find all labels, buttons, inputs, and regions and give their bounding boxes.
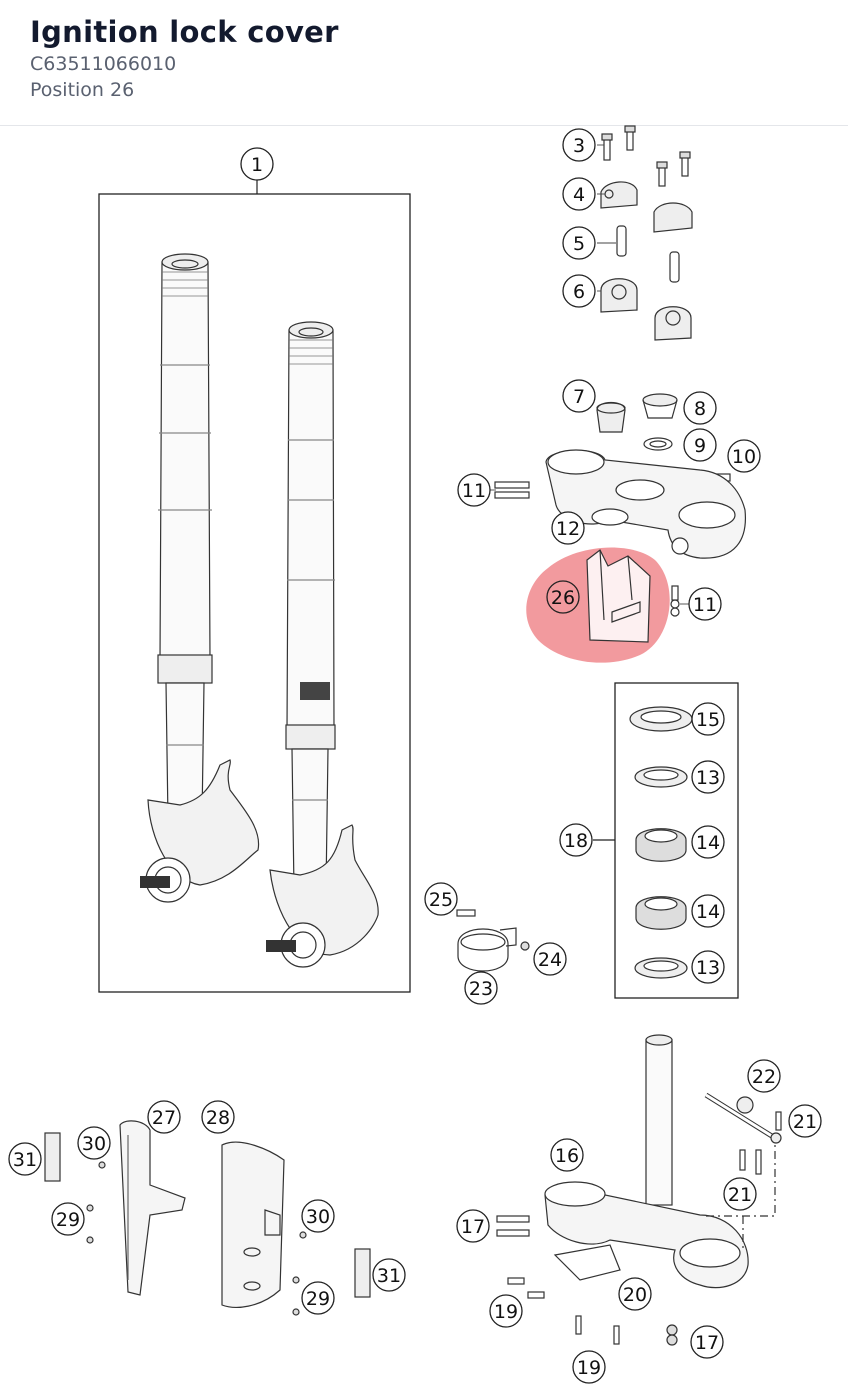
callout-label: 10 [732, 446, 756, 468]
callout-31-lower[interactable]: 31 [372, 1258, 406, 1292]
callout-label: 13 [696, 767, 720, 789]
callout-8[interactable]: 8 [683, 391, 717, 425]
callout-5[interactable]: 5 [562, 226, 596, 260]
position-label: Position 26 [30, 79, 135, 101]
callout-label: 20 [623, 1284, 647, 1306]
callout-24[interactable]: 24 [533, 942, 567, 976]
callout-label: 28 [206, 1107, 230, 1129]
callout-26[interactable]: 26 [546, 580, 580, 614]
callout-label: 11 [462, 480, 486, 502]
page-header: Ignition lock cover C63511066010 Positio… [0, 0, 848, 126]
callout-label: 12 [556, 518, 580, 540]
callout-label: 29 [56, 1209, 80, 1231]
callout-label: 24 [538, 949, 562, 971]
callout-30-lower[interactable]: 30 [301, 1199, 335, 1233]
handlebar-clamp-parts-drawing [600, 125, 693, 341]
fork-assembly-drawing [98, 180, 411, 993]
callout-label: 6 [573, 281, 585, 303]
callout-7[interactable]: 7 [562, 379, 596, 413]
callout-label: 23 [469, 978, 493, 1000]
callout-label: 11 [693, 594, 717, 616]
callout-17[interactable]: 17 [456, 1209, 490, 1243]
callout-21-lower[interactable]: 21 [723, 1177, 757, 1211]
callout-9[interactable]: 9 [683, 428, 717, 462]
callout-13-lower[interactable]: 13 [691, 950, 725, 984]
upper-triple-clamp-drawing [494, 393, 747, 559]
callout-14[interactable]: 14 [691, 825, 725, 859]
callout-label: 26 [551, 587, 575, 609]
callout-27[interactable]: 27 [147, 1100, 181, 1134]
callout-label: 1 [251, 154, 263, 176]
callout-label: 31 [377, 1265, 401, 1287]
callout-label: 22 [752, 1066, 776, 1088]
callout-28[interactable]: 28 [201, 1100, 235, 1134]
callout-label: 30 [306, 1206, 330, 1228]
callout-label: 21 [793, 1111, 817, 1133]
ignition-lock-cover-drawing [586, 549, 680, 643]
callout-29-lower[interactable]: 29 [301, 1281, 335, 1315]
callout-label: 15 [696, 709, 720, 731]
callout-label: 14 [696, 901, 720, 923]
callout-label: 17 [695, 1332, 719, 1354]
callout-11-lower[interactable]: 11 [688, 587, 722, 621]
callout-6[interactable]: 6 [562, 274, 596, 308]
callout-label: 17 [461, 1216, 485, 1238]
callout-label: 31 [13, 1149, 37, 1171]
steering-bearing-set-drawing [593, 682, 739, 999]
callout-4[interactable]: 4 [562, 177, 596, 211]
callout-14-lower[interactable]: 14 [691, 894, 725, 928]
callout-label: 13 [696, 957, 720, 979]
part-number: C63511066010 [30, 53, 177, 75]
callout-markers: 1 3 4 5 6 7 8 9 10 11 12 26 11 15 13 18 … [8, 128, 822, 1384]
callout-31[interactable]: 31 [8, 1142, 42, 1176]
callout-13[interactable]: 13 [691, 760, 725, 794]
callout-label: 30 [82, 1133, 106, 1155]
callout-22[interactable]: 22 [747, 1059, 781, 1093]
callout-17-lower[interactable]: 17 [690, 1325, 724, 1359]
lower-triple-clamp-drawing [496, 1034, 782, 1346]
callout-18[interactable]: 18 [559, 823, 593, 857]
callout-25[interactable]: 25 [424, 882, 458, 916]
callout-21[interactable]: 21 [788, 1104, 822, 1138]
page-title: Ignition lock cover [30, 15, 339, 49]
callout-label: 9 [694, 435, 706, 457]
callout-label: 3 [573, 135, 585, 157]
callout-label: 7 [573, 386, 585, 408]
callout-1[interactable]: 1 [240, 147, 274, 181]
callout-label: 19 [577, 1357, 601, 1379]
callout-label: 18 [564, 830, 588, 852]
callout-label: 14 [696, 832, 720, 854]
callout-20[interactable]: 20 [618, 1277, 652, 1311]
callout-label: 16 [555, 1145, 579, 1167]
callout-10[interactable]: 10 [727, 439, 761, 473]
clamp-drawing [456, 909, 530, 972]
callout-19[interactable]: 19 [489, 1294, 523, 1328]
callout-label: 4 [573, 184, 585, 206]
callout-15[interactable]: 15 [691, 702, 725, 736]
callout-23[interactable]: 23 [464, 971, 498, 1005]
callout-11[interactable]: 11 [457, 473, 491, 507]
callout-12[interactable]: 12 [551, 511, 585, 545]
callout-19-lower[interactable]: 19 [572, 1350, 606, 1384]
callout-3[interactable]: 3 [562, 128, 596, 162]
callout-29[interactable]: 29 [51, 1202, 85, 1236]
callout-30[interactable]: 30 [77, 1126, 111, 1160]
callout-label: 21 [728, 1184, 752, 1206]
callout-label: 19 [494, 1301, 518, 1323]
callout-label: 29 [306, 1288, 330, 1310]
callout-16[interactable]: 16 [550, 1138, 584, 1172]
callout-label: 5 [573, 233, 585, 255]
callout-label: 27 [152, 1107, 176, 1129]
callout-label: 25 [429, 889, 453, 911]
callout-label: 8 [694, 398, 706, 420]
fork-guards-drawing [44, 1120, 371, 1316]
